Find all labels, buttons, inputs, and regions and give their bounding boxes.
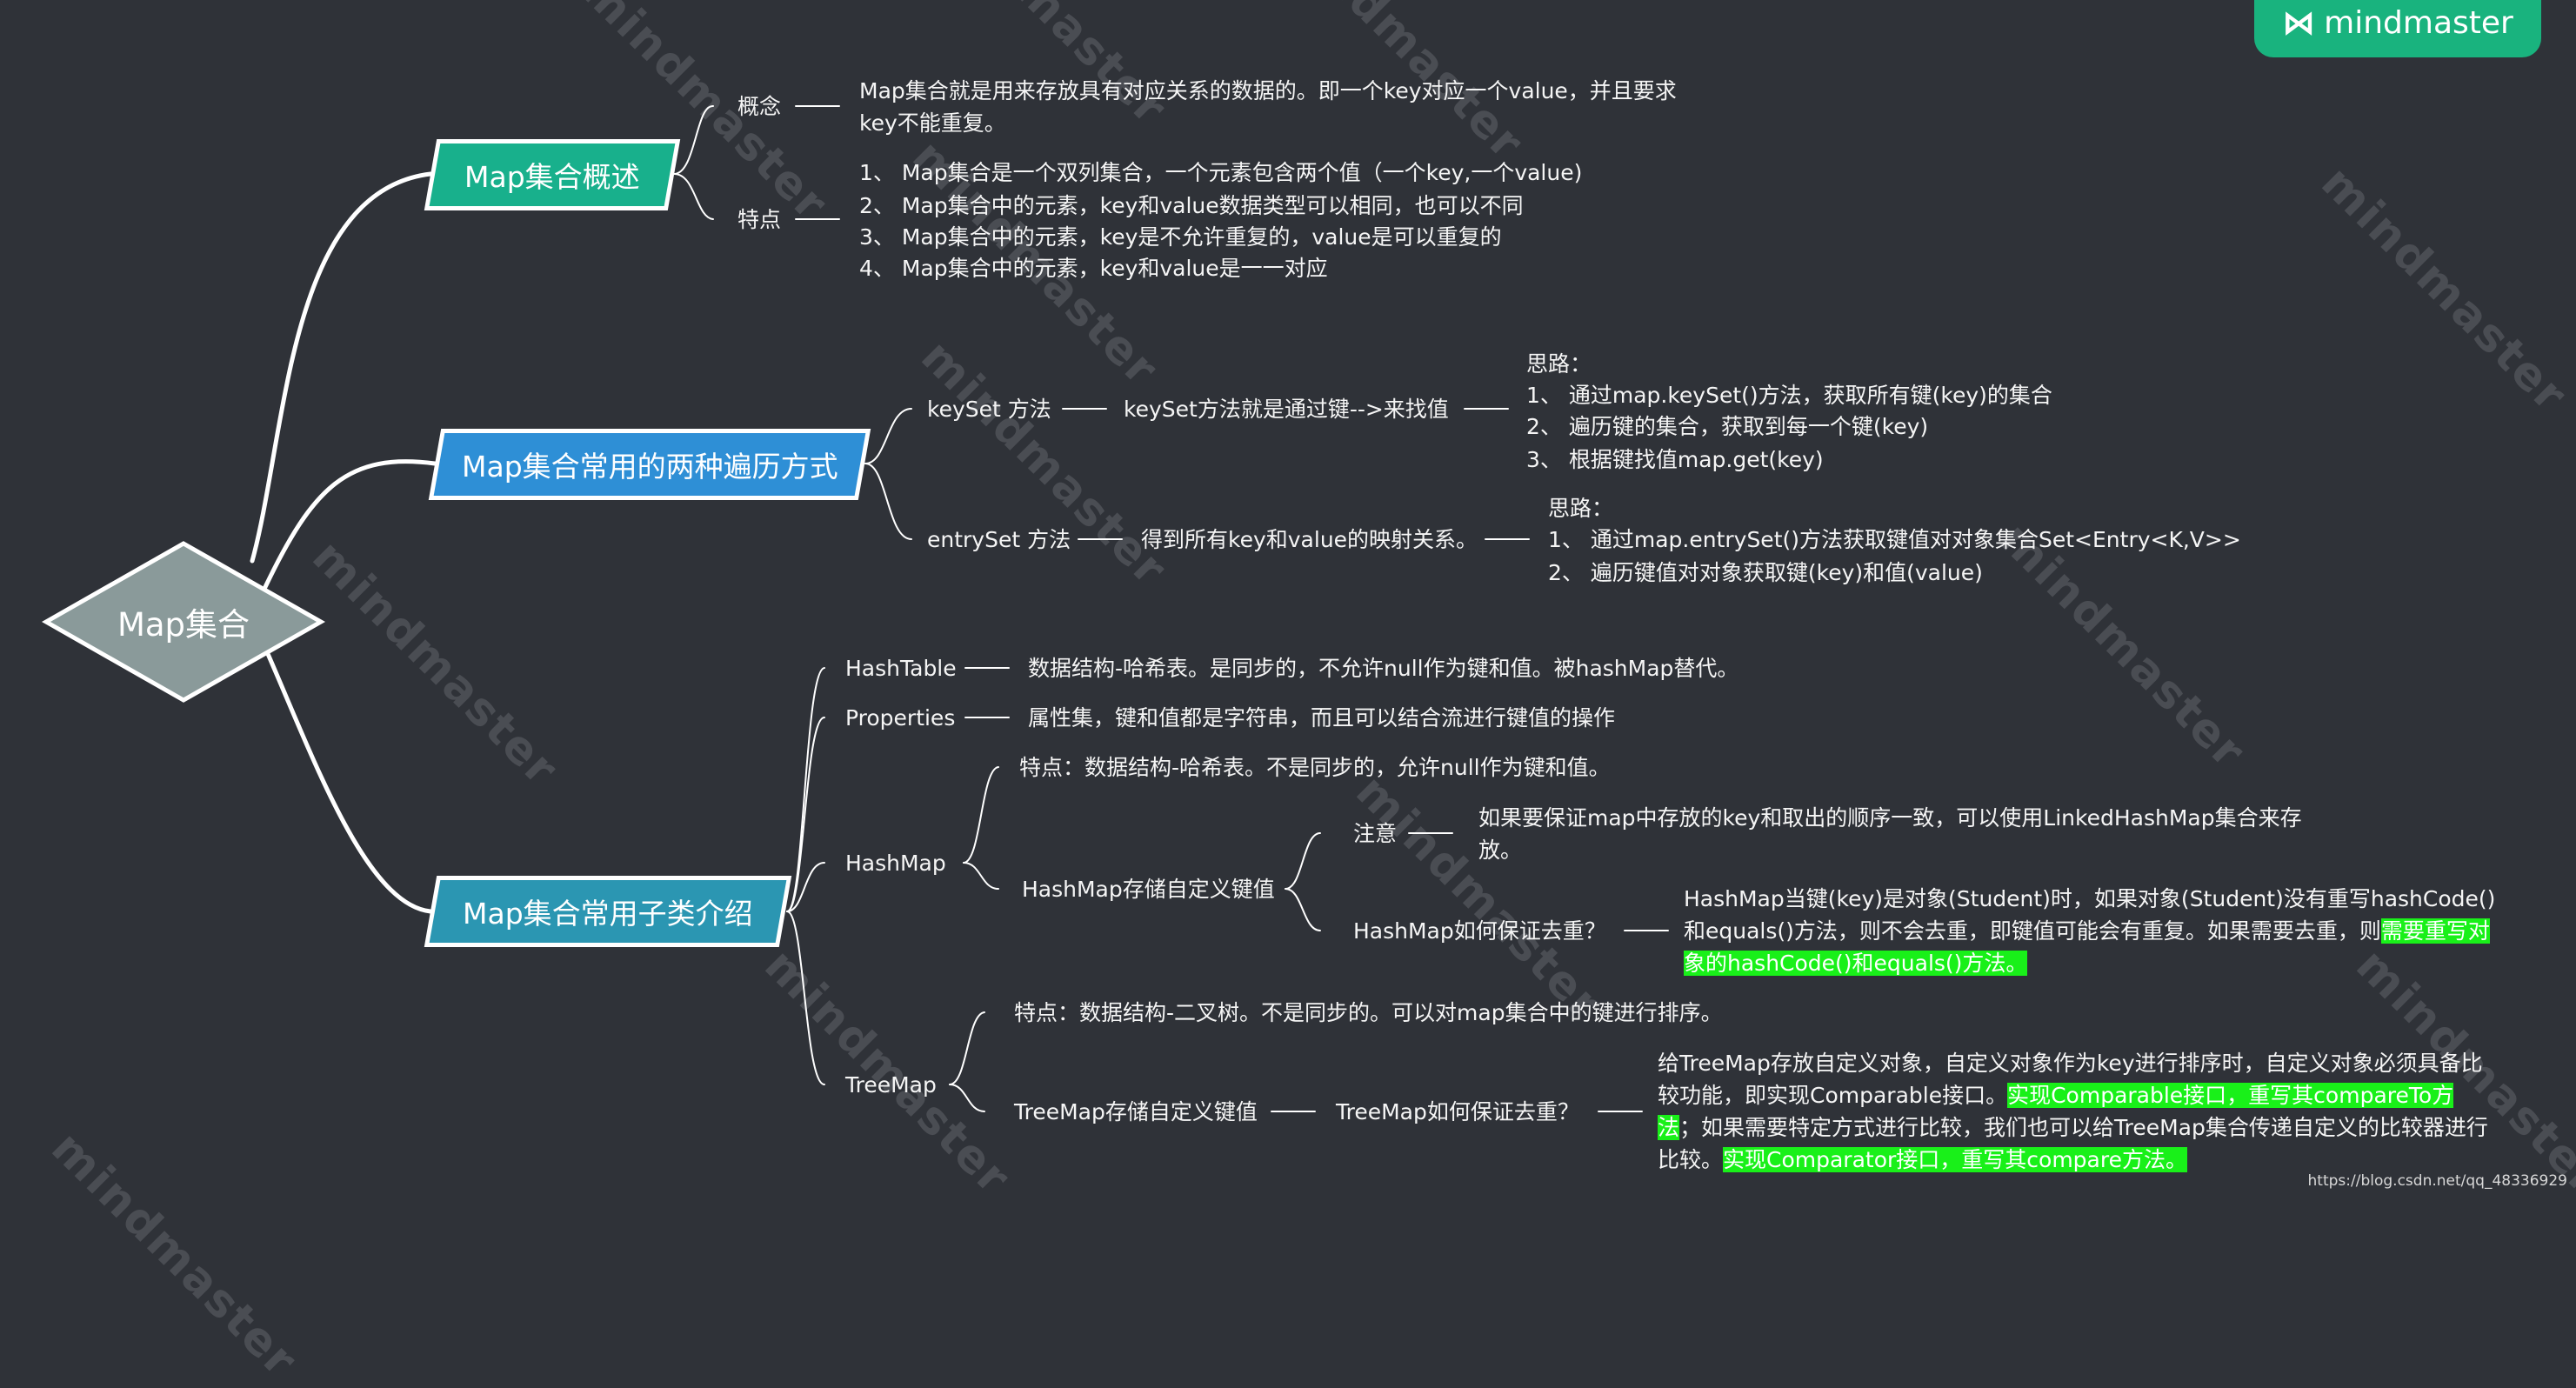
treemap-custom-kv[interactable]: TreeMap存储自定义键值 bbox=[1014, 1099, 1258, 1124]
brand-name: mindmaster bbox=[2324, 4, 2513, 41]
root-node[interactable]: Map集合 bbox=[42, 539, 325, 704]
brand-logo[interactable]: ⋈ mindmaster bbox=[2254, 0, 2541, 57]
branch-overview-label: Map集合概述 bbox=[464, 160, 640, 194]
source-credit: https://blog.csdn.net/qq_48336929 bbox=[2307, 1172, 2567, 1190]
entryset-desc[interactable]: 得到所有key和value的映射关系。 bbox=[1141, 527, 1478, 552]
topic-concept[interactable]: 概念 bbox=[737, 94, 782, 119]
topic-hashtable[interactable]: HashTable bbox=[845, 656, 957, 681]
branch-traversal-label: Map集合常用的两种遍历方式 bbox=[461, 450, 838, 484]
keyset-steps-title[interactable]: 思路： bbox=[1526, 351, 1592, 377]
branch-subclasses-label: Map集合常用子类介绍 bbox=[463, 897, 753, 931]
topic-hashmap[interactable]: HashMap bbox=[845, 851, 946, 876]
entryset-steps-title[interactable]: 思路： bbox=[1548, 496, 1614, 521]
hashmap-dedup-text[interactable]: HashMap当键(key)是对象(Student)时，如果对象(Student… bbox=[1684, 883, 2510, 979]
topic-treemap[interactable]: TreeMap bbox=[845, 1072, 937, 1098]
entryset-step[interactable]: 2、 遍历键值对对象获取键(key)和值(value) bbox=[1548, 560, 1983, 585]
keyset-desc[interactable]: keySet方法就是通过键-->来找值 bbox=[1124, 397, 1449, 422]
hashtable-desc[interactable]: 数据结构-哈希表。是同步的，不允许null作为键和值。被hashMap替代。 bbox=[1028, 656, 1739, 681]
topic-entryset[interactable]: entrySet 方法 bbox=[927, 527, 1071, 552]
entryset-step[interactable]: 1、 通过map.entrySet()方法获取键值对对象集合Set<Entry<… bbox=[1548, 527, 2241, 552]
hashmap-custom-kv[interactable]: HashMap存储自定义键值 bbox=[1022, 877, 1275, 902]
treemap-dedup-text[interactable]: 给TreeMap存放自定义对象，自定义对象作为key进行排序时，自定义对象必须具… bbox=[1658, 1047, 2493, 1176]
keyset-step[interactable]: 2、 遍历键的集合，获取到每一个键(key) bbox=[1526, 414, 1929, 439]
topic-properties[interactable]: Properties bbox=[845, 705, 956, 731]
connector-lines bbox=[250, 104, 1669, 1112]
treemap-dedup-label[interactable]: TreeMap如何保证去重？ bbox=[1336, 1099, 1579, 1124]
keyset-step[interactable]: 1、 通过map.keySet()方法，获取所有键(key)的集合 bbox=[1526, 383, 2052, 408]
hashmap-dedup-plain: HashMap当键(key)是对象(Student)时，如果对象(Student… bbox=[1684, 886, 2496, 944]
feature-item[interactable]: 4、 Map集合中的元素，key和value是一一对应 bbox=[859, 256, 1328, 281]
properties-desc[interactable]: 属性集，键和值都是字符串，而且可以结合流进行键值的操作 bbox=[1028, 705, 1616, 731]
treemap-dedup-plain-2: ；如果需要特定方式进行比较，我们也可以给TreeMap集合传递自定义的比较器进行… bbox=[1658, 1115, 2488, 1172]
mindmaster-logo-icon: ⋈ bbox=[2282, 3, 2316, 42]
feature-item[interactable]: 1、 Map集合是一个双列集合，一个元素包含两个值（一个key,一个value) bbox=[859, 160, 1583, 185]
hashmap-note-text[interactable]: 如果要保证map中存放的key和取出的顺序一致，可以使用LinkedHashMa… bbox=[1478, 805, 2302, 863]
branch-traversal[interactable]: Map集合常用的两种遍历方式 bbox=[433, 433, 866, 496]
treemap-feature[interactable]: 特点：数据结构-二叉树。不是同步的。可以对map集合中的键进行排序。 bbox=[1014, 1000, 1723, 1025]
feature-item[interactable]: 2、 Map集合中的元素，key和value数据类型可以相同，也可以不同 bbox=[859, 193, 1524, 218]
branch-subclasses[interactable]: Map集合常用子类介绍 bbox=[429, 880, 787, 943]
topic-features[interactable]: 特点 bbox=[737, 207, 782, 232]
topic-keyset[interactable]: keySet 方法 bbox=[927, 397, 1051, 422]
root-label: Map集合 bbox=[117, 606, 250, 644]
hashmap-feature[interactable]: 特点：数据结构-哈希表。不是同步的，允许null作为键和值。 bbox=[1019, 755, 1611, 780]
branch-overview[interactable]: Map集合概述 bbox=[429, 143, 676, 206]
keyset-step[interactable]: 3、 根据键找值map.get(key) bbox=[1526, 447, 1824, 472]
concept-text[interactable]: Map集合就是用来存放具有对应关系的数据的。即一个key对应一个value，并且… bbox=[859, 78, 1677, 136]
hashmap-note-label[interactable]: 注意 bbox=[1353, 821, 1398, 846]
hashmap-dedup-label[interactable]: HashMap如何保证去重？ bbox=[1353, 918, 1606, 944]
feature-item[interactable]: 3、 Map集合中的元素，key是不允许重复的，value是可以重复的 bbox=[859, 224, 1502, 250]
treemap-dedup-highlight-2: 实现Comparator接口，重写其compare方法。 bbox=[1723, 1147, 2187, 1172]
treemap-dedup-plain-1: 给TreeMap存放自定义对象，自定义对象作为key进行排序时，自定义对象必须具… bbox=[1658, 1051, 2483, 1108]
